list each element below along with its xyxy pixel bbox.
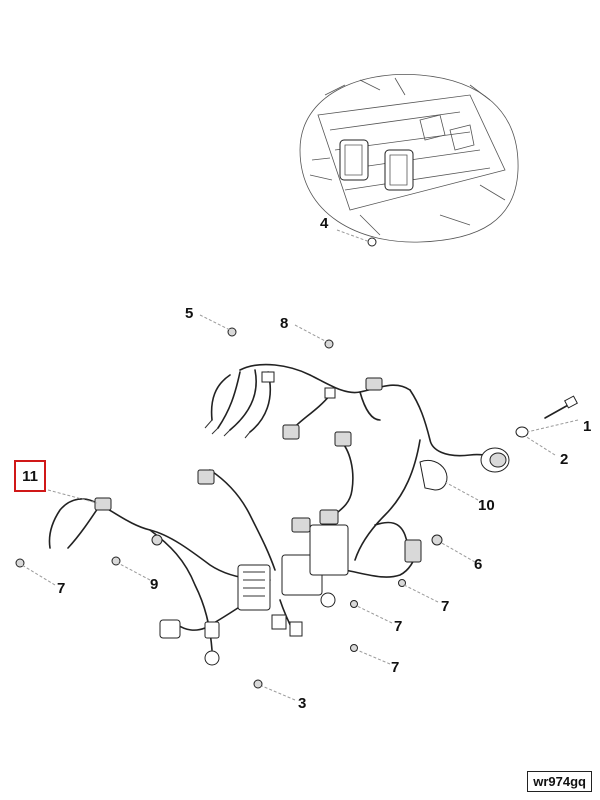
callout-8: 8 xyxy=(280,315,288,332)
callout-7-left: 7 xyxy=(57,580,65,597)
leader-lines xyxy=(21,229,579,701)
callout-2: 2 xyxy=(560,451,568,468)
callout-7-center-upper: 7 xyxy=(394,618,402,635)
main-harness xyxy=(48,363,506,651)
callout-4: 4 xyxy=(320,215,329,232)
callout-9: 9 xyxy=(150,576,158,593)
callout-7-center-lower: 7 xyxy=(391,659,399,676)
engine-overview-inset xyxy=(299,73,519,247)
callout-5: 5 xyxy=(185,305,193,322)
callout-10: 10 xyxy=(478,497,495,514)
callout-7-right: 7 xyxy=(441,598,449,615)
callouts: 1 2 3 4 5 6 7 7 7 7 8 9 10 xyxy=(57,215,591,712)
callout-11-highlighted: 11 xyxy=(14,460,46,492)
callout-6: 6 xyxy=(474,556,482,573)
callout-3: 3 xyxy=(298,695,306,712)
diagram-code-label: wr974gq xyxy=(527,771,592,792)
harness-components xyxy=(15,327,578,689)
callout-1: 1 xyxy=(583,418,591,435)
